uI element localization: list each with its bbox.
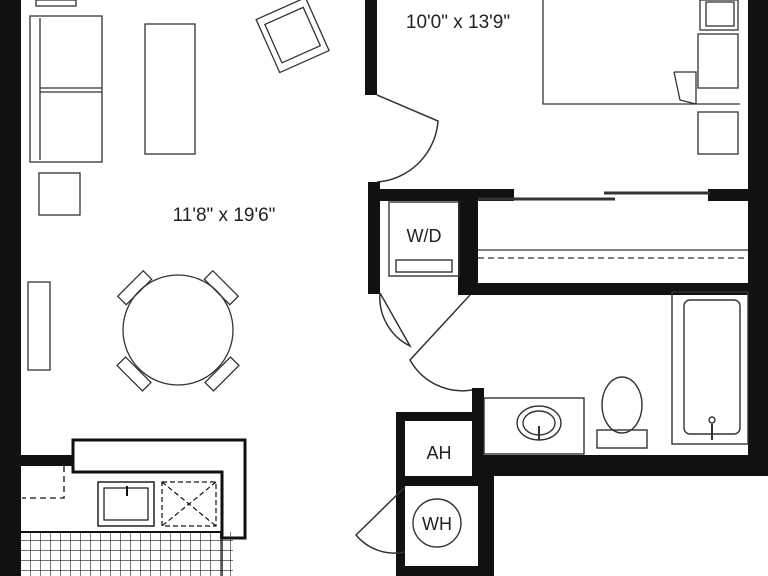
laundry-door [379, 292, 412, 348]
side-table-top [35, 0, 77, 7]
wall-center-mid [368, 182, 380, 294]
doors [354, 94, 473, 554]
dining-chair-br [204, 356, 240, 392]
bathtub-drain [708, 416, 716, 424]
refrigerator-outline [22, 466, 65, 499]
wall-bath-left [472, 388, 484, 476]
dining-table [122, 274, 234, 386]
mechanical [412, 498, 462, 548]
vanity [483, 397, 585, 455]
console-table [27, 281, 51, 371]
water-heater-label: WH [422, 514, 452, 534]
sofa [29, 15, 103, 163]
wall-ah-top [396, 412, 480, 421]
nightstand-bottom [697, 111, 739, 155]
wall-right-bath [748, 283, 768, 476]
washer-dryer-label: W/D [407, 226, 442, 246]
coffee-table [144, 23, 196, 155]
kitchen-tile-floor [21, 532, 233, 576]
wall-wh-bottom [396, 566, 486, 576]
bedroom-door [376, 94, 439, 183]
wall-lower-right [478, 460, 494, 576]
wall-bath-bottom [478, 455, 768, 476]
dishwasher [161, 481, 217, 527]
wall-ah-bottom [396, 476, 486, 486]
dresser [697, 33, 739, 89]
living-room [27, 0, 330, 392]
wall-ah-left [396, 412, 405, 576]
bathtub-basin [683, 299, 741, 435]
closet [478, 191, 748, 259]
bathroom [483, 291, 749, 455]
dining-chair-bl [116, 356, 152, 392]
water-heater [412, 498, 462, 548]
bathroom-door [409, 294, 473, 392]
bathtub [671, 291, 749, 445]
bedroom [542, 0, 740, 155]
kitchen-counter [71, 438, 247, 540]
dining-chair-tr [203, 269, 240, 306]
dining-chair-tl [116, 269, 153, 306]
washer-dryer-front [395, 259, 453, 273]
laundry [388, 201, 460, 277]
ottoman [38, 172, 81, 216]
living-dimensions: 11'8" x 19'6" [173, 205, 276, 226]
wall-right-upper [748, 0, 768, 300]
wh-closet-door [354, 486, 406, 554]
toilet-bowl [601, 376, 643, 434]
bed-sheet-fold [673, 71, 697, 105]
washer-dryer [388, 201, 460, 277]
wall-kitchen [21, 455, 73, 466]
wall-left [0, 0, 21, 576]
wall-closet-bottom [466, 283, 768, 295]
nightstand-top-inner [705, 1, 735, 27]
kitchen-sink [97, 481, 155, 527]
nightstand-top [699, 0, 739, 31]
bed [542, 0, 740, 105]
toilet-tank [596, 429, 648, 449]
wall-center-upper [365, 0, 377, 95]
bedroom-dimensions: 10'0" x 13'9" [406, 12, 510, 33]
armchair [255, 0, 330, 74]
wall-closet-mid [466, 195, 478, 295]
air-handler-label: AH [426, 443, 451, 463]
